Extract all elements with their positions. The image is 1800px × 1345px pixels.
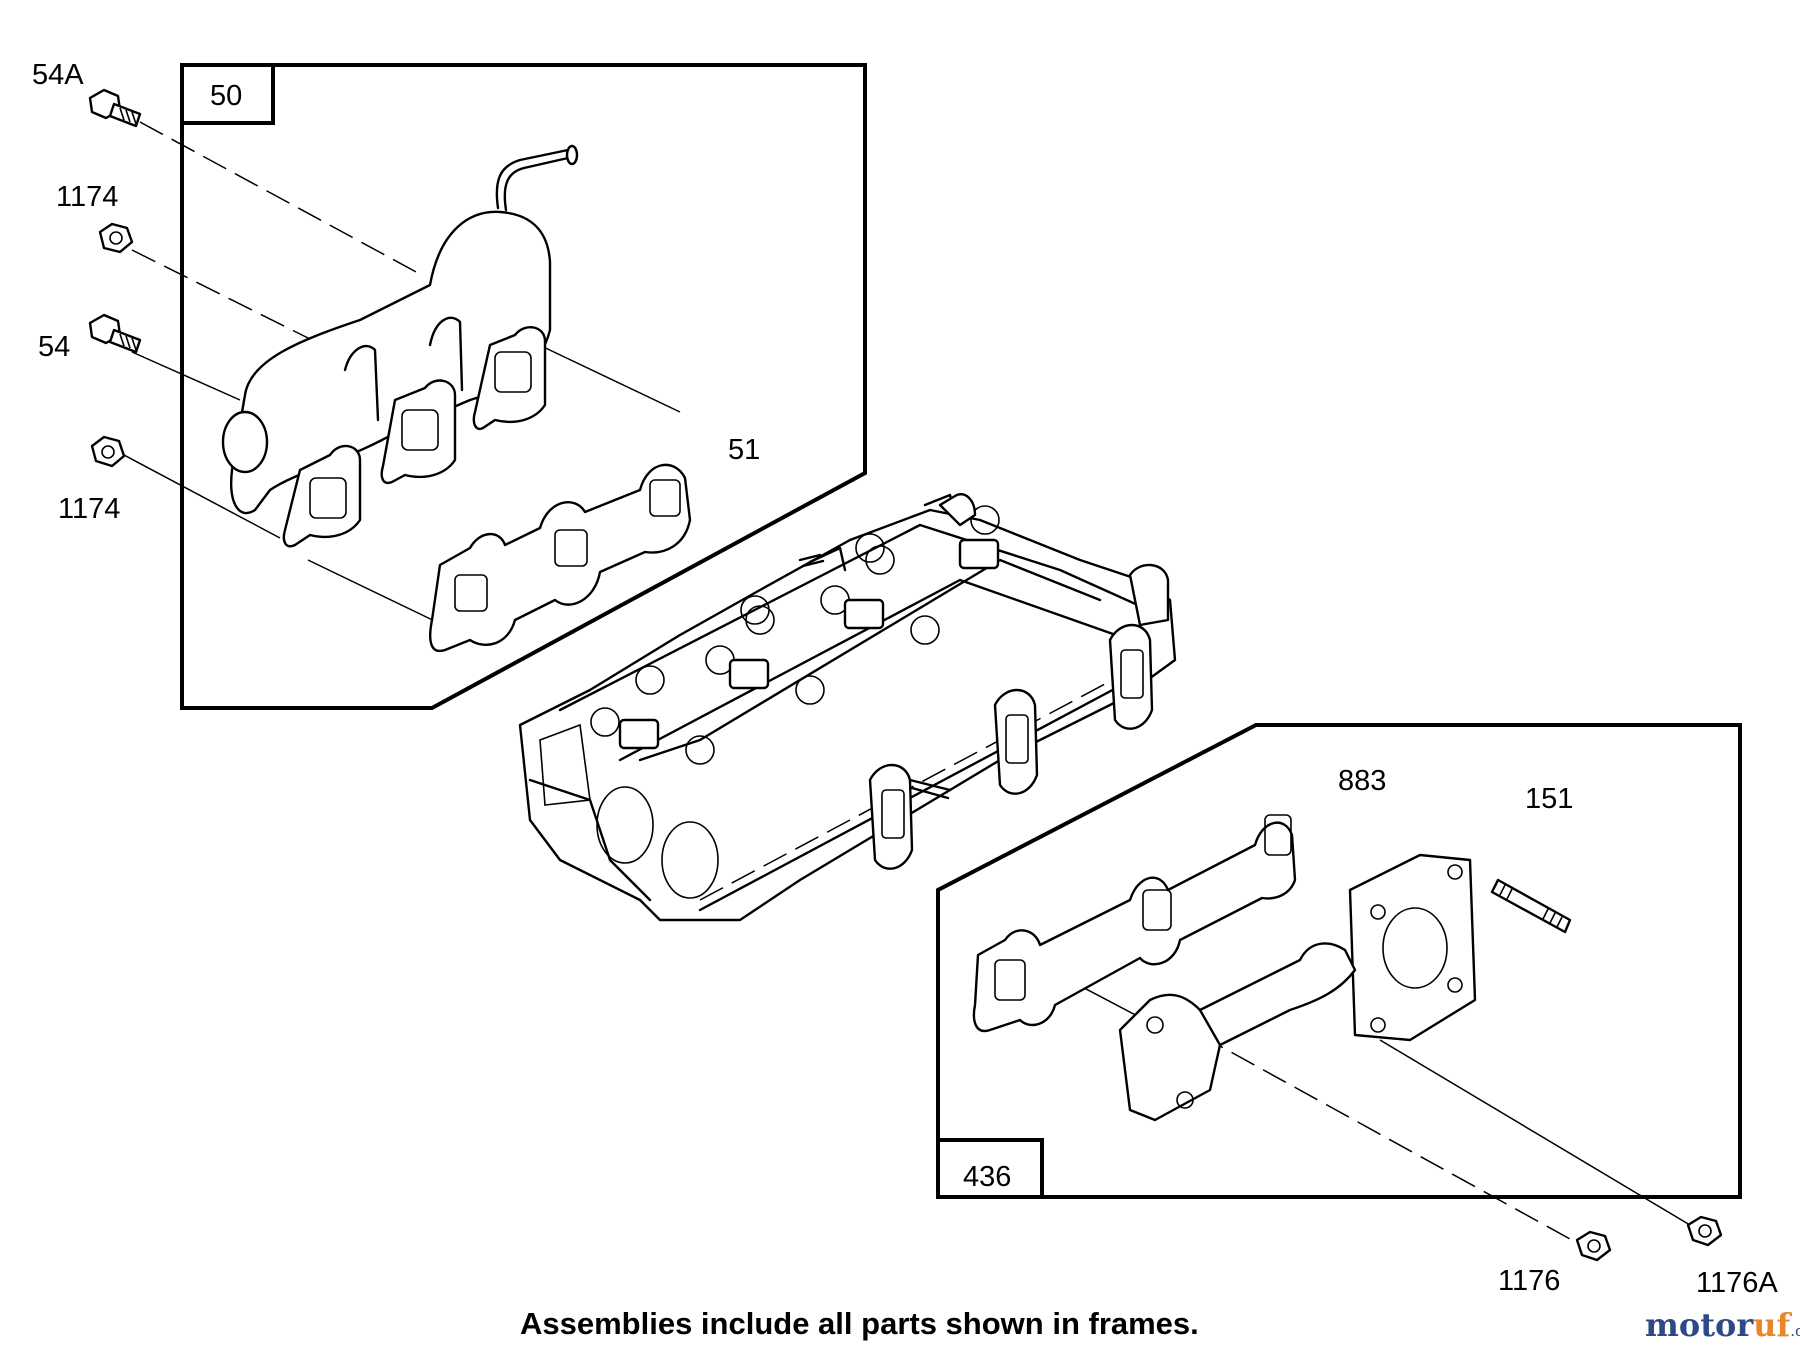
callout-54: 54 bbox=[38, 331, 70, 363]
footer-note: Assemblies include all parts shown in fr… bbox=[520, 1306, 1199, 1341]
watermark-part2: uf bbox=[1753, 1306, 1792, 1344]
callout-1174-top: 1174 bbox=[56, 181, 118, 213]
gasket-51-icon bbox=[429, 463, 692, 653]
frame-436 bbox=[936, 723, 1742, 1199]
callout-54a: 54A bbox=[32, 59, 84, 91]
nut-1174-bottom-icon bbox=[90, 435, 126, 468]
frame-50 bbox=[180, 63, 867, 710]
stud-151-icon bbox=[1490, 878, 1572, 934]
callout-1176a: 1176A bbox=[1696, 1267, 1778, 1299]
cylinder-head-icon bbox=[518, 493, 1177, 922]
watermark-part3: .de bbox=[1790, 1322, 1800, 1340]
callout-1176: 1176 bbox=[1498, 1265, 1560, 1297]
frame-436-tag bbox=[936, 1138, 1044, 1199]
watermark-part1: motor bbox=[1645, 1306, 1754, 1344]
nut-1174-top-icon bbox=[98, 222, 134, 254]
callout-883: 883 bbox=[1338, 765, 1386, 797]
exhaust-manifold-icon bbox=[221, 144, 579, 548]
callout-151: 151 bbox=[1525, 783, 1573, 815]
gasket-883-icon bbox=[972, 814, 1297, 1033]
frame-50-tag bbox=[180, 63, 275, 125]
callout-50: 50 bbox=[210, 80, 242, 112]
callout-436: 436 bbox=[963, 1161, 1011, 1193]
nut-1176-icon bbox=[1575, 1230, 1612, 1262]
watermark-logo: motoruf.de bbox=[1645, 1306, 1800, 1344]
callout-51: 51 bbox=[728, 434, 760, 466]
bolt-54a-icon bbox=[88, 88, 142, 128]
bolt-54-icon bbox=[88, 313, 142, 354]
callout-1174-bottom: 1174 bbox=[58, 493, 120, 525]
nut-1176a-icon bbox=[1686, 1215, 1723, 1247]
exhaust-flange-icon bbox=[1118, 853, 1477, 1122]
